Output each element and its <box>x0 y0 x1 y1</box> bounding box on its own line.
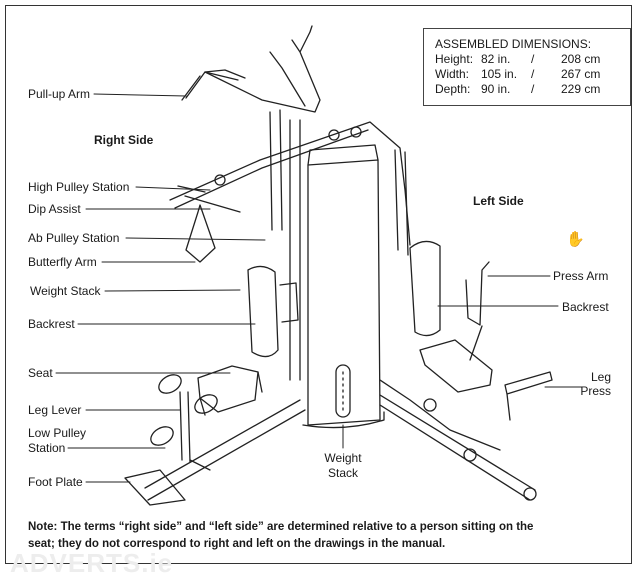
left-backrest-drawing <box>409 240 441 337</box>
label-low-pulley: Low Pulley <box>28 426 87 440</box>
label-weight-stack-bottom-line1: Weight <box>324 451 362 465</box>
dimension-row-width: Width: 105 in. / 267 cm <box>435 67 601 81</box>
label-ab-pulley-station: Ab Pulley Station <box>28 231 120 245</box>
left-side-heading: Left Side <box>473 194 524 208</box>
label-backrest-right-side: Backrest <box>28 317 75 331</box>
label-leg-lever: Leg Lever <box>28 403 82 417</box>
label-high-pulley-station: High Pulley Station <box>28 180 130 194</box>
hand-cursor-icon: ✋ <box>566 231 585 248</box>
label-leg-press-line2: Press <box>580 384 611 398</box>
dimension-row-height: Height: 82 in. / 208 cm <box>435 52 601 66</box>
label-weight-stack-left: Weight Stack <box>30 284 101 298</box>
note-line-2: seat; they do not correspond to right an… <box>28 538 446 550</box>
label-pull-up-arm: Pull-up Arm <box>28 87 91 101</box>
label-dip-assist: Dip Assist <box>28 202 81 216</box>
note-line-1: Note: The terms “right side” and “left s… <box>28 521 534 533</box>
label-butterfly-arm: Butterfly Arm <box>28 255 97 269</box>
left-seat-drawing <box>419 339 493 393</box>
right-base-rail <box>144 399 306 501</box>
label-leg-press-line1: Leg <box>590 370 611 384</box>
pull-up-arm-drawing <box>185 25 321 113</box>
right-backrest-drawing <box>247 265 279 358</box>
right-side-heading: Right Side <box>94 133 154 147</box>
dimensions-title: ASSEMBLED DIMENSIONS: <box>435 37 592 51</box>
label-press-arm: Press Arm <box>553 269 609 283</box>
weight-stack-shroud <box>307 159 381 426</box>
press-arm-drawing <box>465 261 490 361</box>
label-backrest-left-side: Backrest <box>562 300 609 314</box>
leg-press-drawing <box>504 371 553 421</box>
label-low-pulley-station: Station <box>28 441 66 455</box>
label-foot-plate: Foot Plate <box>28 475 83 489</box>
callout-lines <box>55 93 583 483</box>
diagram-frame <box>5 5 632 564</box>
label-weight-stack-bottom-line2: Stack <box>327 466 358 480</box>
assembled-dimensions-box: ASSEMBLED DIMENSIONS: Height: 82 in. / 2… <box>423 28 631 106</box>
label-seat: Seat <box>28 366 53 380</box>
watermark: ADVERTS.ie <box>10 548 174 578</box>
side-definition-note: Note: The terms “right side” and “left s… <box>28 519 628 553</box>
dimension-row-depth: Depth: 90 in. / 229 cm <box>435 82 601 96</box>
left-base-rail <box>379 394 536 501</box>
